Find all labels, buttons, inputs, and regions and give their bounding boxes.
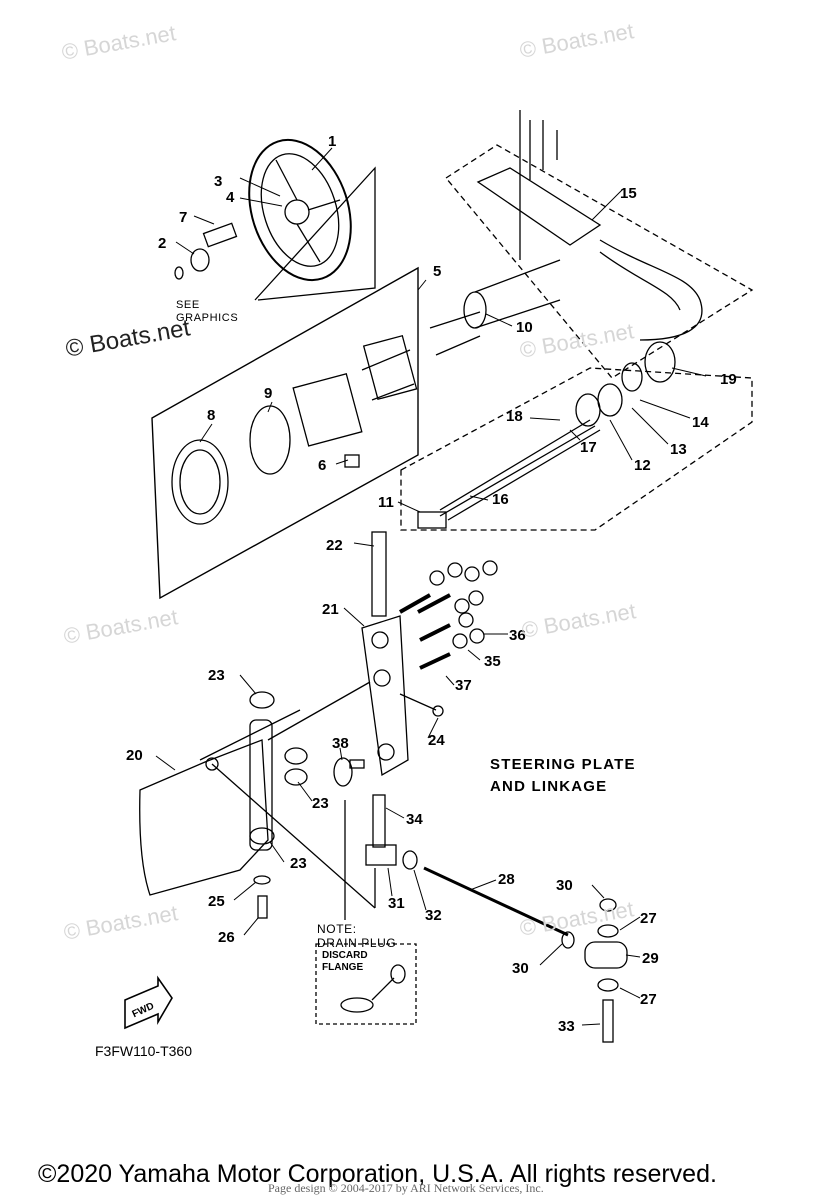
steering-wheel bbox=[248, 138, 352, 282]
fwd-arrow bbox=[124, 975, 173, 1030]
callout-20: 20 bbox=[126, 747, 143, 764]
emblem bbox=[202, 222, 238, 248]
drain-plug-note: NOTE: DRAIN PLUG bbox=[317, 922, 396, 950]
discard-line-1: DISCARD bbox=[322, 950, 368, 961]
nut bbox=[174, 266, 184, 280]
pump-group-frame bbox=[151, 266, 419, 600]
cable-group-frame-top bbox=[445, 144, 754, 379]
callout-7: 7 bbox=[179, 209, 187, 226]
callout-23c: 23 bbox=[290, 855, 307, 872]
callout-32: 32 bbox=[425, 907, 442, 924]
callout-23a: 23 bbox=[208, 667, 225, 684]
callout-35: 35 bbox=[484, 653, 501, 670]
title-line-2: AND LINKAGE bbox=[490, 778, 608, 795]
callout-1: 1 bbox=[328, 133, 336, 150]
tie-rod bbox=[423, 866, 628, 1043]
callout-23b: 23 bbox=[312, 795, 329, 812]
cable-assembly bbox=[417, 383, 623, 529]
callout-14: 14 bbox=[692, 414, 709, 431]
callout-15: 15 bbox=[620, 185, 637, 202]
control-unit bbox=[476, 110, 703, 392]
callout-19: 19 bbox=[720, 371, 737, 388]
callout-26: 26 bbox=[218, 929, 235, 946]
callout-29: 29 bbox=[642, 950, 659, 967]
callout-8: 8 bbox=[207, 407, 215, 424]
callout-25: 25 bbox=[208, 893, 225, 910]
callout-13: 13 bbox=[670, 441, 687, 458]
callout-6: 6 bbox=[318, 457, 326, 474]
cable-group-frame-bottom bbox=[400, 367, 753, 531]
callout-16: 16 bbox=[492, 491, 509, 508]
see-graphics-note: SEE GRAPHICS bbox=[176, 299, 238, 325]
callout-27b: 27 bbox=[640, 991, 657, 1008]
callout-37: 37 bbox=[455, 677, 472, 694]
callout-3: 3 bbox=[214, 173, 222, 190]
callout-17: 17 bbox=[580, 439, 597, 456]
page-design-credit: Page design © 2004-2017 by ARI Network S… bbox=[268, 1181, 544, 1195]
see-label: SEE bbox=[176, 299, 200, 311]
title-line-1: STEERING PLATE bbox=[490, 756, 636, 773]
callout-4: 4 bbox=[226, 189, 235, 206]
note-heading: NOTE: bbox=[317, 922, 357, 936]
callout-18: 18 bbox=[506, 408, 523, 425]
figure-id: F3FW110-T360 bbox=[95, 1043, 192, 1059]
discard-flange-label: DISCARD FLANGE bbox=[322, 950, 368, 974]
drain-plug-inset-frame bbox=[315, 943, 417, 1025]
steering-plate bbox=[139, 691, 308, 919]
callout-5: 5 bbox=[433, 263, 441, 280]
callout-30a: 30 bbox=[556, 877, 573, 894]
callout-11: 11 bbox=[378, 494, 394, 511]
callout-12: 12 bbox=[634, 457, 651, 474]
bolt-bracket bbox=[365, 794, 418, 870]
drain-plug bbox=[333, 757, 365, 787]
callout-27a: 27 bbox=[640, 910, 657, 927]
graphics-label: GRAPHICS bbox=[176, 312, 239, 324]
discard-line-2: FLANGE bbox=[322, 962, 364, 973]
callout-30b: 30 bbox=[512, 960, 529, 977]
springs-nuts bbox=[399, 560, 498, 717]
wheel-group-frame bbox=[254, 166, 376, 301]
diagram-title: STEERING PLATE AND LINKAGE bbox=[490, 754, 636, 798]
helm-bracket bbox=[429, 259, 561, 356]
callout-10: 10 bbox=[516, 319, 533, 336]
callout-24: 24 bbox=[428, 732, 445, 749]
callout-31: 31 bbox=[388, 895, 405, 912]
copyright-notice: ©2020 Yamaha Motor Corporation, U.S.A. A… bbox=[38, 1160, 717, 1188]
callout-2: 2 bbox=[158, 235, 166, 252]
hub-cap bbox=[190, 248, 210, 272]
callout-28: 28 bbox=[498, 871, 515, 888]
callout-9: 9 bbox=[264, 385, 272, 402]
callout-21: 21 bbox=[322, 601, 339, 618]
inset-flange bbox=[340, 997, 374, 1013]
callout-22: 22 bbox=[326, 537, 343, 554]
note-text: DRAIN PLUG bbox=[317, 936, 397, 950]
steering-arm bbox=[361, 531, 409, 777]
callout-34: 34 bbox=[406, 811, 423, 828]
callout-36: 36 bbox=[509, 627, 526, 644]
callout-38: 38 bbox=[332, 735, 349, 752]
callout-33: 33 bbox=[558, 1018, 575, 1035]
